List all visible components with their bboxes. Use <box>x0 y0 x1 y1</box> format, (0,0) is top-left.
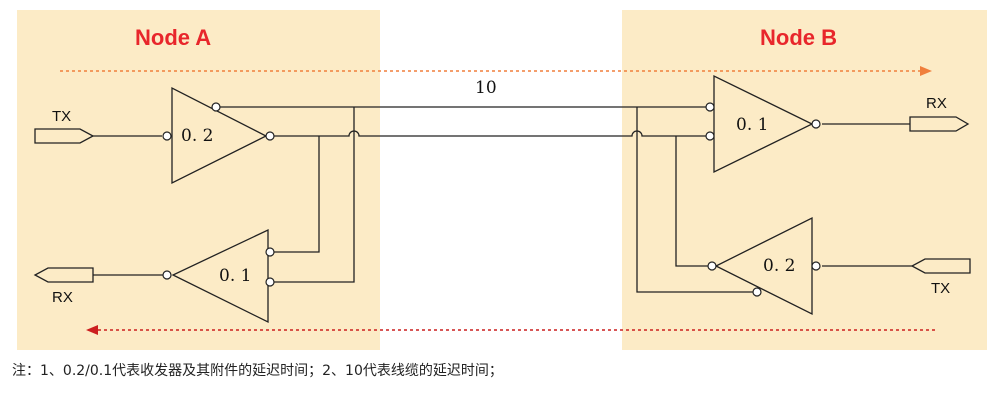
node-b-rx-out-pin <box>811 119 821 129</box>
node-b-panel <box>622 10 987 350</box>
node-b-tx-out-low-pin <box>707 261 717 271</box>
node-a-rx-in-low-pin <box>265 247 275 257</box>
node-a-tx-out-high-pin <box>211 102 221 112</box>
node-b-rx-in-high-pin <box>705 102 715 112</box>
cable-delay-label: 10 <box>475 78 497 98</box>
node-a-rx-delay: 0. 1 <box>219 266 251 286</box>
node-b-tx-connector <box>910 258 971 274</box>
node-a-tx-connector <box>34 128 95 144</box>
node-a-tx-label: TX <box>52 108 71 125</box>
node-a-rx-tap-low <box>273 136 320 253</box>
node-a-rx-in-high-pin <box>265 277 275 287</box>
node-b-tx-out-high-pin <box>752 287 762 297</box>
node-a-rx-tap-high <box>273 107 355 283</box>
node-a-tx-buffer <box>171 86 268 185</box>
node-b-tx-label: TX <box>931 280 950 297</box>
node-a-rx-label: RX <box>52 289 73 306</box>
node-a-tx-out-low-pin <box>265 131 275 141</box>
node-b-tx-in-pin <box>811 261 821 271</box>
node-a-title: Node A <box>135 25 211 50</box>
node-b-rx-connector <box>909 116 970 132</box>
node-b-rx-in-low-pin <box>705 131 715 141</box>
node-b-tx-delay: 0. 2 <box>763 256 795 276</box>
node-a-rx-out-pin <box>162 270 172 280</box>
footnote: 注：1、0.2/0.1代表收发器及其附件的延迟时间；2、10代表线缆的延迟时间； <box>12 363 503 379</box>
node-a-tx-in-pin <box>162 131 172 141</box>
node-b-rx-delay: 0. 1 <box>736 115 768 135</box>
node-b-rx-label: RX <box>926 95 947 112</box>
node-b-tx-tap-high <box>636 107 753 293</box>
bus-timing-diagram: Node A Node B 10 <box>17 10 987 350</box>
bus-line-low <box>270 130 709 137</box>
node-a-rx-buffer <box>171 228 269 324</box>
node-b-tx-tap-low <box>675 136 710 267</box>
node-b-rx-buffer <box>713 74 814 174</box>
node-a-tx-delay: 0. 2 <box>181 126 213 146</box>
node-a-rx-connector <box>33 267 94 283</box>
node-b-title: Node B <box>760 25 837 50</box>
